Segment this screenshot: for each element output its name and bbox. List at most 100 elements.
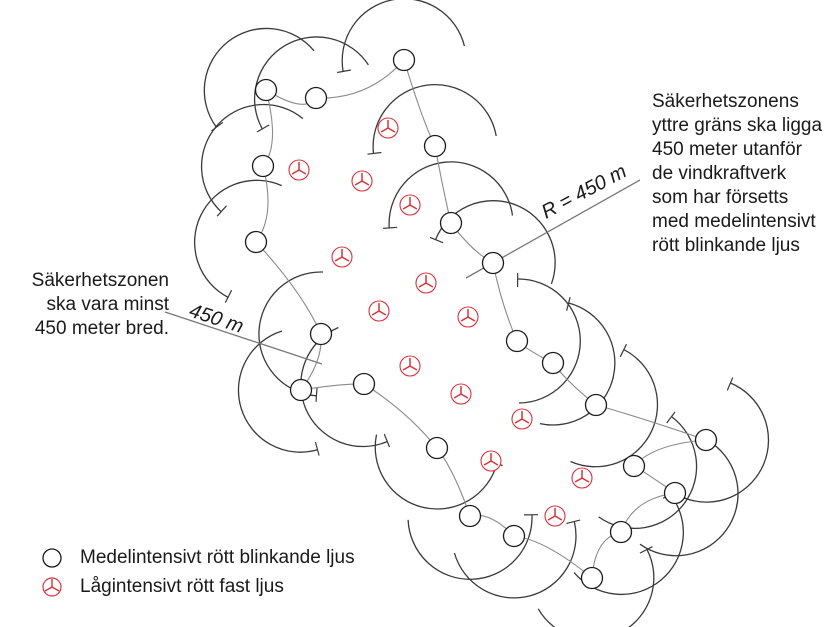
- low-intensity-light: [415, 272, 437, 294]
- medium-intensity-light: [609, 520, 633, 544]
- low-intensity-light: [331, 246, 353, 268]
- zone-arc-tick: [639, 546, 653, 554]
- zone-arc-tick: [224, 289, 233, 303]
- low-intensity-light: [399, 194, 421, 216]
- note-line: de vindkraftverk: [652, 163, 787, 184]
- medium-intensity-light: [425, 436, 449, 460]
- note-line: 450 meter utanför: [652, 139, 802, 160]
- zone-arc: [598, 416, 698, 530]
- zone-arc-tick: [383, 226, 398, 229]
- low-intensity-light: [450, 383, 472, 405]
- legend: Medelintensivt rött blinkande ljus Lågin…: [38, 543, 355, 601]
- medium-intensity-light: [505, 329, 529, 353]
- zone-arc: [374, 434, 498, 510]
- zone-width-note: Säkerhetszonen ska vara minst 450 meter …: [4, 269, 169, 341]
- zone-arc-tick: [216, 205, 227, 217]
- note-line: Säkerhetszonens: [652, 91, 799, 112]
- legend-item-medium-intensity: Medelintensivt rött blinkande ljus: [38, 543, 355, 572]
- zone-arc: [258, 271, 324, 397]
- medium-intensity-light: [458, 504, 482, 528]
- low-intensity-light: [399, 355, 421, 377]
- inner-path-line: [255, 59, 707, 580]
- red-tri-blade-icon: [42, 576, 62, 597]
- zone-arc: [453, 521, 577, 599]
- medium-intensity-light: [251, 154, 275, 178]
- outer-safety-zone-boundary: [194, 0, 770, 627]
- medium-intensity-light: [694, 428, 718, 452]
- medium-intensity-lights: [244, 48, 718, 590]
- medium-intensity-light: [352, 372, 376, 396]
- zone-arc: [372, 84, 497, 154]
- medium-intensity-light: [423, 134, 447, 158]
- width-dimension-line: [164, 311, 323, 365]
- zone-arc: [573, 492, 684, 596]
- low-intensity-light: [368, 300, 390, 322]
- zone-arc-tick: [666, 411, 676, 424]
- zone-arc: [570, 349, 659, 468]
- note-line: rött blinkande ljus: [652, 235, 800, 256]
- low-intensity-light: [511, 408, 533, 430]
- dimension-lines: R = 450 m 450 m: [164, 160, 641, 365]
- medium-intensity-light: [584, 393, 608, 417]
- zone-arc: [253, 36, 369, 130]
- zone-arc-tick: [726, 377, 734, 391]
- zone-arc: [300, 326, 388, 448]
- radius-label: R = 450 m: [538, 160, 630, 223]
- low-intensity-lights: [288, 117, 593, 527]
- medium-intensity-light: [254, 78, 278, 102]
- low-intensity-light: [544, 505, 566, 527]
- zone-arc: [639, 442, 739, 557]
- medium-intensity-light: [481, 251, 505, 275]
- legend-label: Lågintensivt rött fast ljus: [80, 575, 284, 597]
- legend-item-low-intensity: Lågintensivt rött fast ljus: [38, 572, 355, 601]
- legend-label: Medelintensivt rött blinkande ljus: [80, 546, 355, 568]
- medium-intensity-light: [392, 48, 416, 72]
- medium-intensity-light: [439, 211, 463, 235]
- zone-arc-tick: [314, 441, 320, 456]
- medium-intensity-light: [580, 566, 604, 590]
- zone-arc: [194, 179, 282, 298]
- inner-turbine-path: [255, 59, 707, 580]
- medium-intensity-light: [304, 86, 328, 110]
- zone-arc-tick: [367, 151, 382, 155]
- medium-intensity-light: [541, 351, 565, 375]
- zone-arc: [237, 330, 318, 453]
- note-line: som har försetts: [652, 187, 789, 208]
- low-intensity-light: [457, 306, 479, 328]
- note-line: med medelintensivt: [652, 211, 816, 232]
- zone-arc: [537, 549, 655, 627]
- zone-arc-tick: [429, 236, 444, 244]
- zone-arc: [203, 27, 315, 128]
- low-intensity-light: [351, 170, 373, 192]
- zone-arc: [517, 278, 581, 404]
- note-line: ska vara minst: [46, 294, 169, 315]
- note-line: Säkerhetszonen: [31, 270, 169, 291]
- note-line: yttre gräns ska ligga: [652, 115, 823, 136]
- zone-arc-tick: [619, 343, 628, 358]
- zone-arc: [388, 161, 514, 228]
- note-line: 450 meter bred.: [34, 318, 169, 339]
- zone-arc: [683, 382, 770, 503]
- circle-icon: [42, 547, 62, 568]
- medium-intensity-light: [244, 230, 268, 254]
- low-intensity-light: [377, 117, 399, 139]
- outer-boundary-note: Säkerhetszonens yttre gräns ska ligga 45…: [652, 90, 838, 258]
- zone-arc-tick: [337, 69, 352, 74]
- medium-intensity-light: [289, 378, 313, 402]
- low-intensity-light: [571, 467, 593, 489]
- zone-arc-tick: [383, 433, 391, 448]
- width-label: 450 m: [186, 300, 246, 338]
- medium-intensity-light: [663, 481, 687, 505]
- medium-intensity-light: [502, 524, 526, 548]
- zone-arc: [407, 514, 533, 580]
- zone-arc: [539, 302, 616, 426]
- medium-intensity-light: [622, 454, 646, 478]
- zone-arc-tick: [566, 519, 581, 524]
- zone-arc: [200, 103, 304, 213]
- low-intensity-light: [288, 159, 310, 181]
- low-intensity-light: [480, 450, 502, 472]
- medium-intensity-light: [309, 322, 333, 346]
- zone-arc-tick: [256, 124, 270, 133]
- zone-arc-tick: [315, 387, 318, 402]
